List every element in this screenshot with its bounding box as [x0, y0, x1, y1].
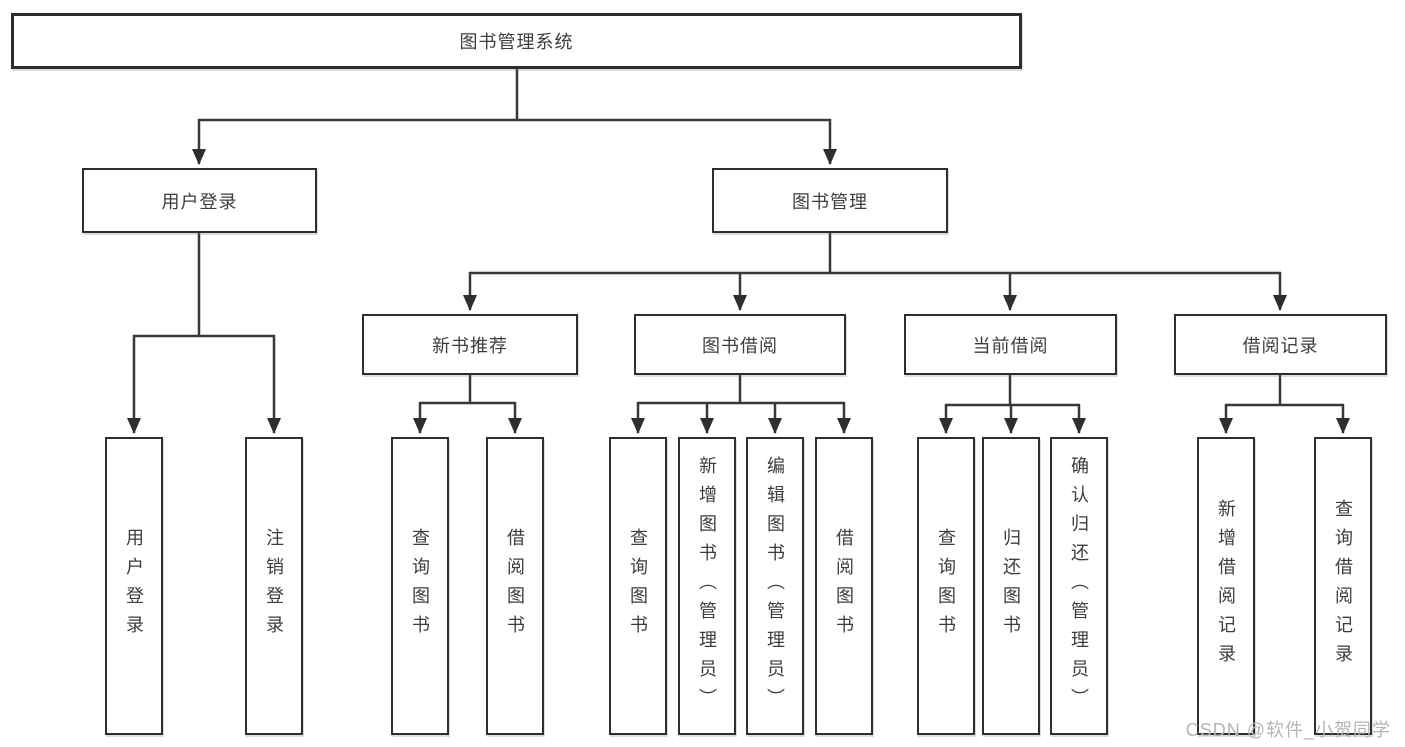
leaf-logout: 注销登录	[245, 437, 303, 735]
leaf-add-books-admin: 新增图书（管理员）	[678, 437, 736, 735]
branch-book-borrow	[631, 374, 851, 434]
leaf-query-books-borrow: 查询图书	[609, 437, 667, 735]
node-book-borrow: 图书借阅	[634, 314, 846, 375]
leaf-query-books-current: 查询图书	[917, 437, 975, 735]
branch-book-management	[463, 232, 1287, 311]
node-user-login: 用户登录	[82, 168, 317, 233]
leaf-confirm-return-admin: 确认归还（管理员）	[1050, 437, 1108, 735]
branch-root	[192, 67, 837, 165]
csdn-watermark: CSDN @软件_小贺同学	[1185, 720, 1391, 740]
leaf-edit-books-admin: 编辑图书（管理员）	[746, 437, 804, 735]
branch-user-login	[127, 232, 281, 434]
node-current-borrow: 当前借阅	[904, 314, 1117, 375]
leaf-borrow-books: 借阅图书	[815, 437, 873, 735]
node-borrow-records: 借阅记录	[1174, 314, 1387, 375]
leaf-query-books-recommend: 查询图书	[391, 437, 449, 735]
leaf-query-borrow-record: 查询借阅记录	[1314, 437, 1372, 735]
leaf-borrow-books-recommend: 借阅图书	[486, 437, 544, 735]
branch-new-book	[413, 374, 522, 434]
leaf-add-borrow-record: 新增借阅记录	[1197, 437, 1255, 735]
node-book-management: 图书管理	[712, 168, 948, 233]
node-new-book-recommend: 新书推荐	[362, 314, 578, 375]
node-root-system: 图书管理系统	[11, 13, 1022, 69]
leaf-return-books: 归还图书	[982, 437, 1040, 735]
branch-borrow-records	[1219, 374, 1350, 434]
branch-current-borrow	[939, 374, 1086, 434]
leaf-user-login: 用户登录	[105, 437, 163, 735]
